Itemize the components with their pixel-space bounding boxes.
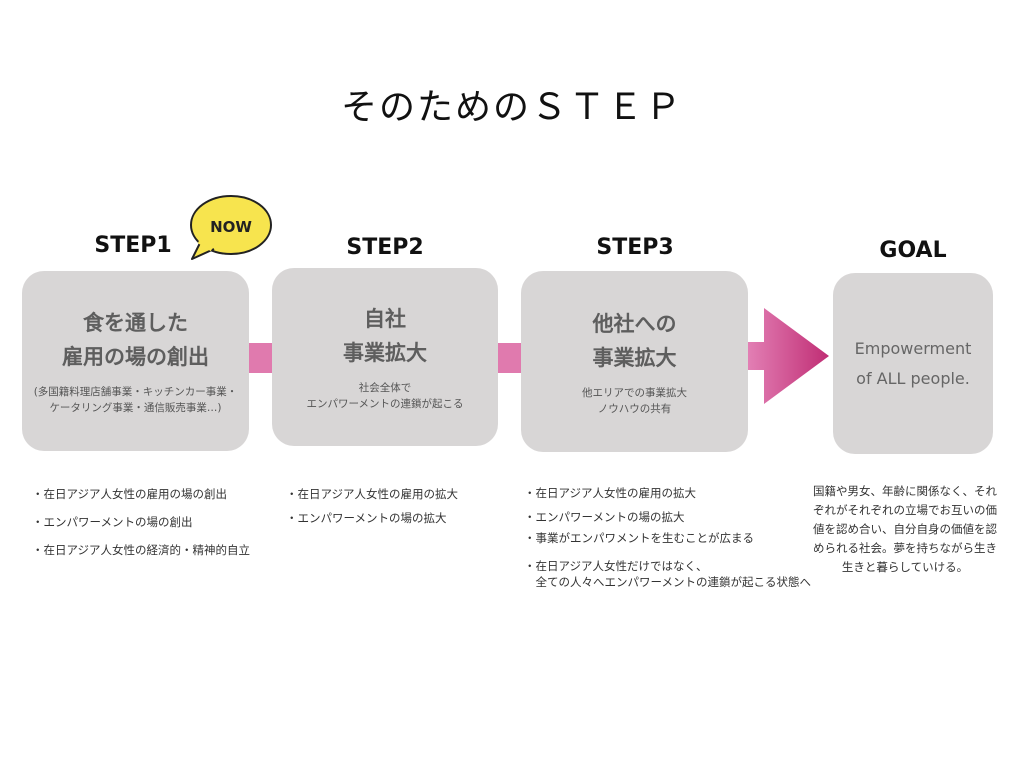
list-item: ・在日アジア人女性の雇用の場の創出	[32, 487, 228, 501]
step2-card-title: 自社 事業拡大	[343, 307, 427, 365]
step3-label: STEP3	[596, 235, 674, 260]
list-item: ・在日アジア人女性の経済的・精神的自立	[32, 543, 251, 557]
step2-card-subtitle: 社会全体で エンパワーメントの連鎖が起こる	[306, 382, 464, 410]
list-item: ・エンパワーメントの場の創出	[32, 515, 193, 529]
now-speech-bubble-icon	[190, 195, 272, 260]
step1-card-subtitle: (多国籍料理店舗事業・キッチンカー事業・ ケータリング事業・通信販売事業…)	[33, 386, 238, 414]
goal-label: GOAL	[879, 238, 947, 263]
list-item: ・在日アジア人女性だけではなく、 全ての人々へエンパワーメントの連鎖が起こる状態…	[524, 559, 812, 589]
step3-card: 他社への 事業拡大 他エリアでの事業拡大 ノウハウの共有	[521, 271, 748, 452]
connector-step1-step2	[248, 343, 274, 373]
step3-bullets: ・在日アジア人女性の雇用の拡大 ・エンパワーメントの場の拡大 ・事業がエンパワメ…	[524, 485, 824, 595]
list-item: ・エンパワーメントの場の拡大	[524, 510, 685, 524]
now-badge: NOW	[210, 218, 252, 236]
goal-description: 国籍や男女、年齢に関係なく、それ ぞれがそれぞれの立場でお互いの価 値を認め合い…	[813, 484, 997, 574]
list-item: ・事業がエンパワメントを生むことが広まる	[524, 531, 754, 545]
step3-card-title: 他社への 事業拡大	[592, 311, 677, 370]
step3-card-subtitle: 他エリアでの事業拡大 ノウハウの共有	[582, 386, 687, 415]
step1-card-title: 食を通した 雇用の場の創出	[62, 311, 209, 369]
step2-bullets: ・在日アジア人女性の雇用の拡大 ・エンパワーメントの場の拡大	[286, 486, 506, 536]
list-item: ・在日アジア人女性の雇用の拡大	[524, 486, 697, 500]
goal-card: Empowerment of ALL people.	[833, 273, 993, 454]
page-title: そのためのＳＴＥＰ	[340, 87, 683, 128]
goal-card-text: Empowerment of ALL people.	[854, 338, 972, 388]
step2-card: 自社 事業拡大 社会全体で エンパワーメントの連鎖が起こる	[272, 268, 498, 446]
list-item: ・エンパワーメントの場の拡大	[286, 511, 447, 525]
arrow-to-goal-icon	[748, 308, 829, 404]
step2-label: STEP2	[346, 235, 424, 260]
step1-card: 食を通した 雇用の場の創出 (多国籍料理店舗事業・キッチンカー事業・ ケータリン…	[22, 271, 249, 451]
list-item: ・在日アジア人女性の雇用の拡大	[286, 487, 459, 501]
step1-bullets: ・在日アジア人女性の雇用の場の創出 ・エンパワーメントの場の創出 ・在日アジア人…	[32, 486, 272, 566]
connector-step2-step3	[497, 343, 523, 373]
step1-label: STEP1	[94, 233, 172, 258]
